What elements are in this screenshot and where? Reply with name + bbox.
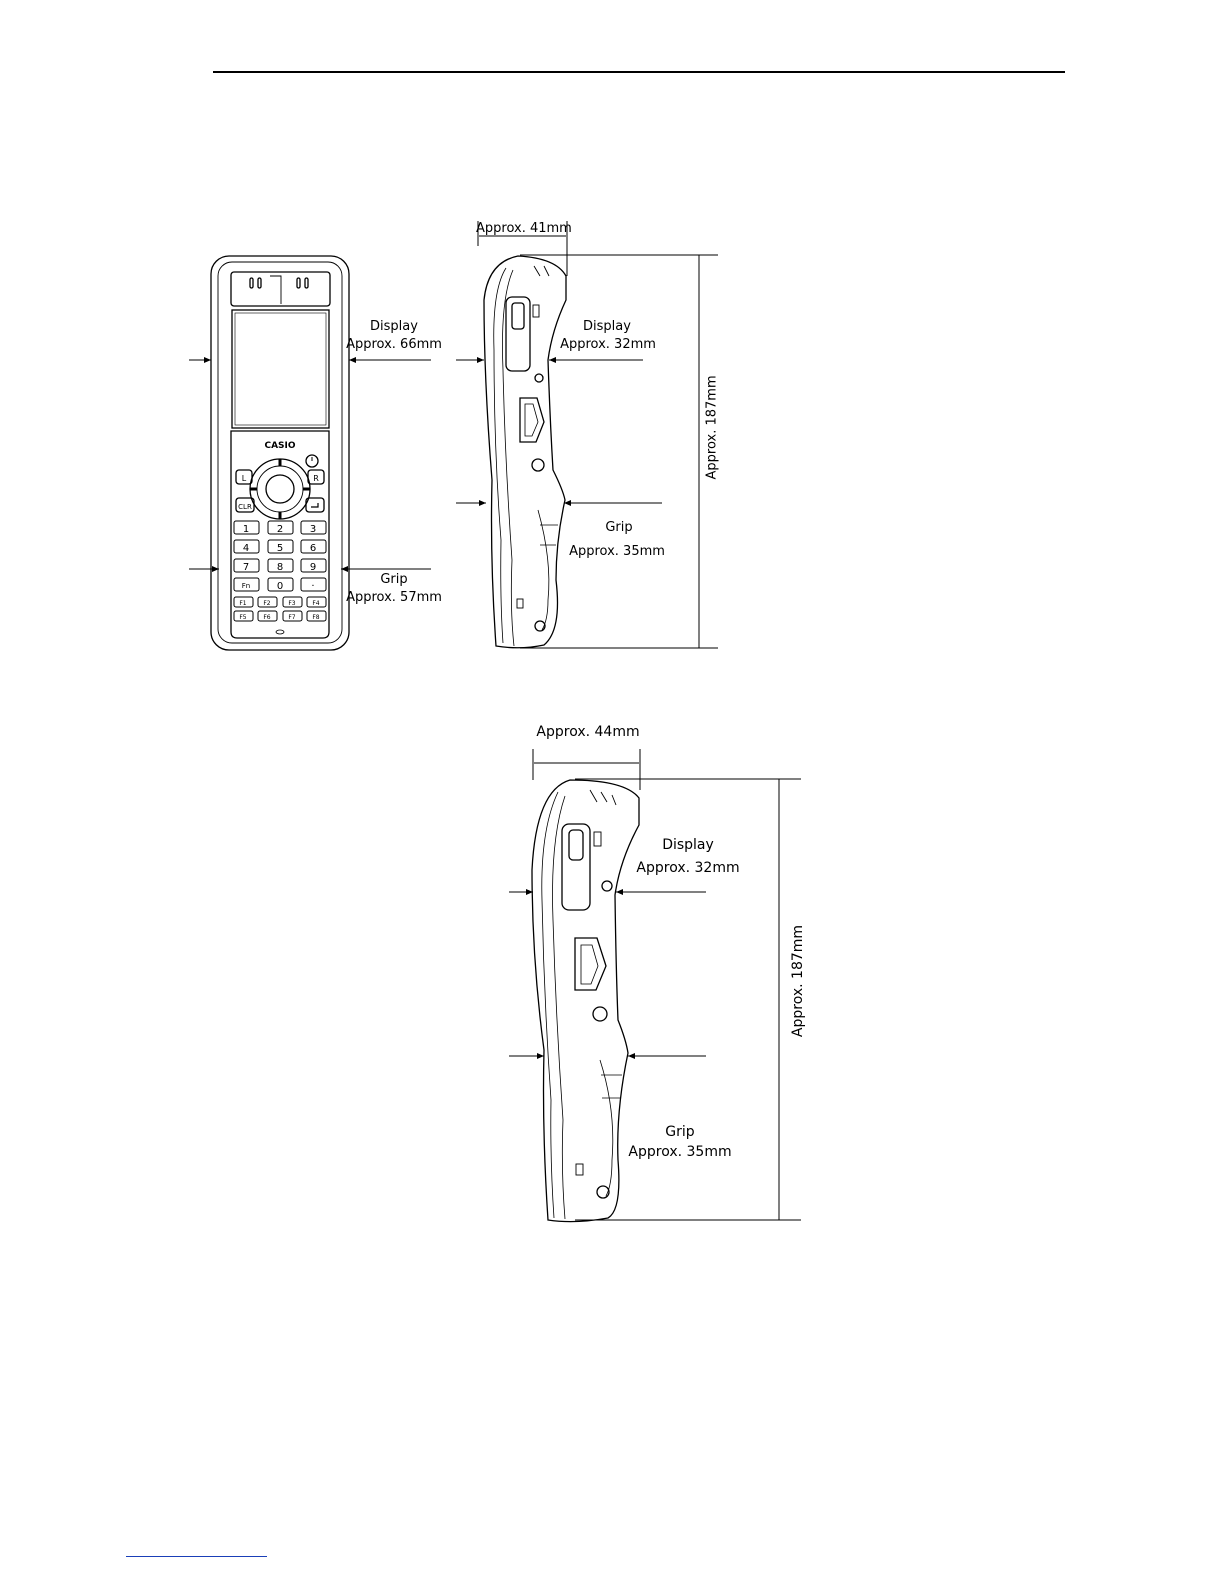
key-7: 7 bbox=[243, 562, 249, 573]
key-f1: F1 bbox=[239, 600, 246, 607]
key-0: 0 bbox=[277, 581, 283, 592]
large-display-label: Display bbox=[633, 834, 743, 856]
large-display-value: Approx. 32mm bbox=[633, 857, 743, 879]
small-side-view-device bbox=[484, 256, 566, 648]
key-r: R bbox=[313, 474, 319, 483]
front-grip-value: Approx. 57mm bbox=[344, 589, 444, 606]
small-height-value: Approx. 187mm bbox=[704, 376, 721, 480]
key-f7: F7 bbox=[288, 614, 295, 621]
key-fn: Fn bbox=[242, 582, 250, 590]
small-depth-value: Approx. 41mm bbox=[476, 220, 570, 237]
key-5: 5 bbox=[277, 543, 283, 554]
large-grip-label: Grip bbox=[625, 1121, 735, 1143]
front-dimension-lines bbox=[189, 360, 431, 569]
footnote-rule bbox=[126, 1556, 267, 1557]
large-grip-value: Approx. 35mm bbox=[625, 1141, 735, 1163]
key-clr: CLR bbox=[238, 503, 252, 511]
key-4: 4 bbox=[243, 543, 249, 554]
small-grip-value: Approx. 35mm bbox=[567, 543, 667, 560]
key-f8: F8 bbox=[312, 614, 319, 621]
key-f4: F4 bbox=[312, 600, 319, 607]
small-display-label: Display bbox=[560, 318, 654, 335]
front-grip-label: Grip bbox=[347, 571, 441, 588]
key-f2: F2 bbox=[263, 600, 270, 607]
key-dot: · bbox=[311, 581, 314, 592]
small-display-value: Approx. 32mm bbox=[558, 336, 658, 353]
large-side-view-device bbox=[532, 780, 639, 1222]
key-9: 9 bbox=[310, 562, 316, 573]
key-8: 8 bbox=[277, 562, 283, 573]
small-grip-label: Grip bbox=[572, 519, 666, 536]
large-height-value: Approx. 187mm bbox=[787, 923, 809, 1039]
key-1: 1 bbox=[243, 524, 249, 535]
key-6: 6 bbox=[310, 543, 316, 554]
large-depth-value: Approx. 44mm bbox=[533, 721, 643, 743]
front-display-value: Approx. 66mm bbox=[344, 336, 444, 353]
device-logo: CASIO bbox=[264, 441, 295, 451]
key-f3: F3 bbox=[288, 600, 295, 607]
key-f5: F5 bbox=[239, 614, 246, 621]
key-l: L bbox=[242, 474, 247, 483]
front-display-label: Display bbox=[347, 318, 441, 335]
key-2: 2 bbox=[277, 524, 283, 535]
front-key-labels: CASIO L R CLR 1 2 3 4 5 6 7 8 9 Fn 0 · F… bbox=[238, 441, 320, 621]
key-f6: F6 bbox=[263, 614, 270, 621]
key-3: 3 bbox=[310, 524, 316, 535]
